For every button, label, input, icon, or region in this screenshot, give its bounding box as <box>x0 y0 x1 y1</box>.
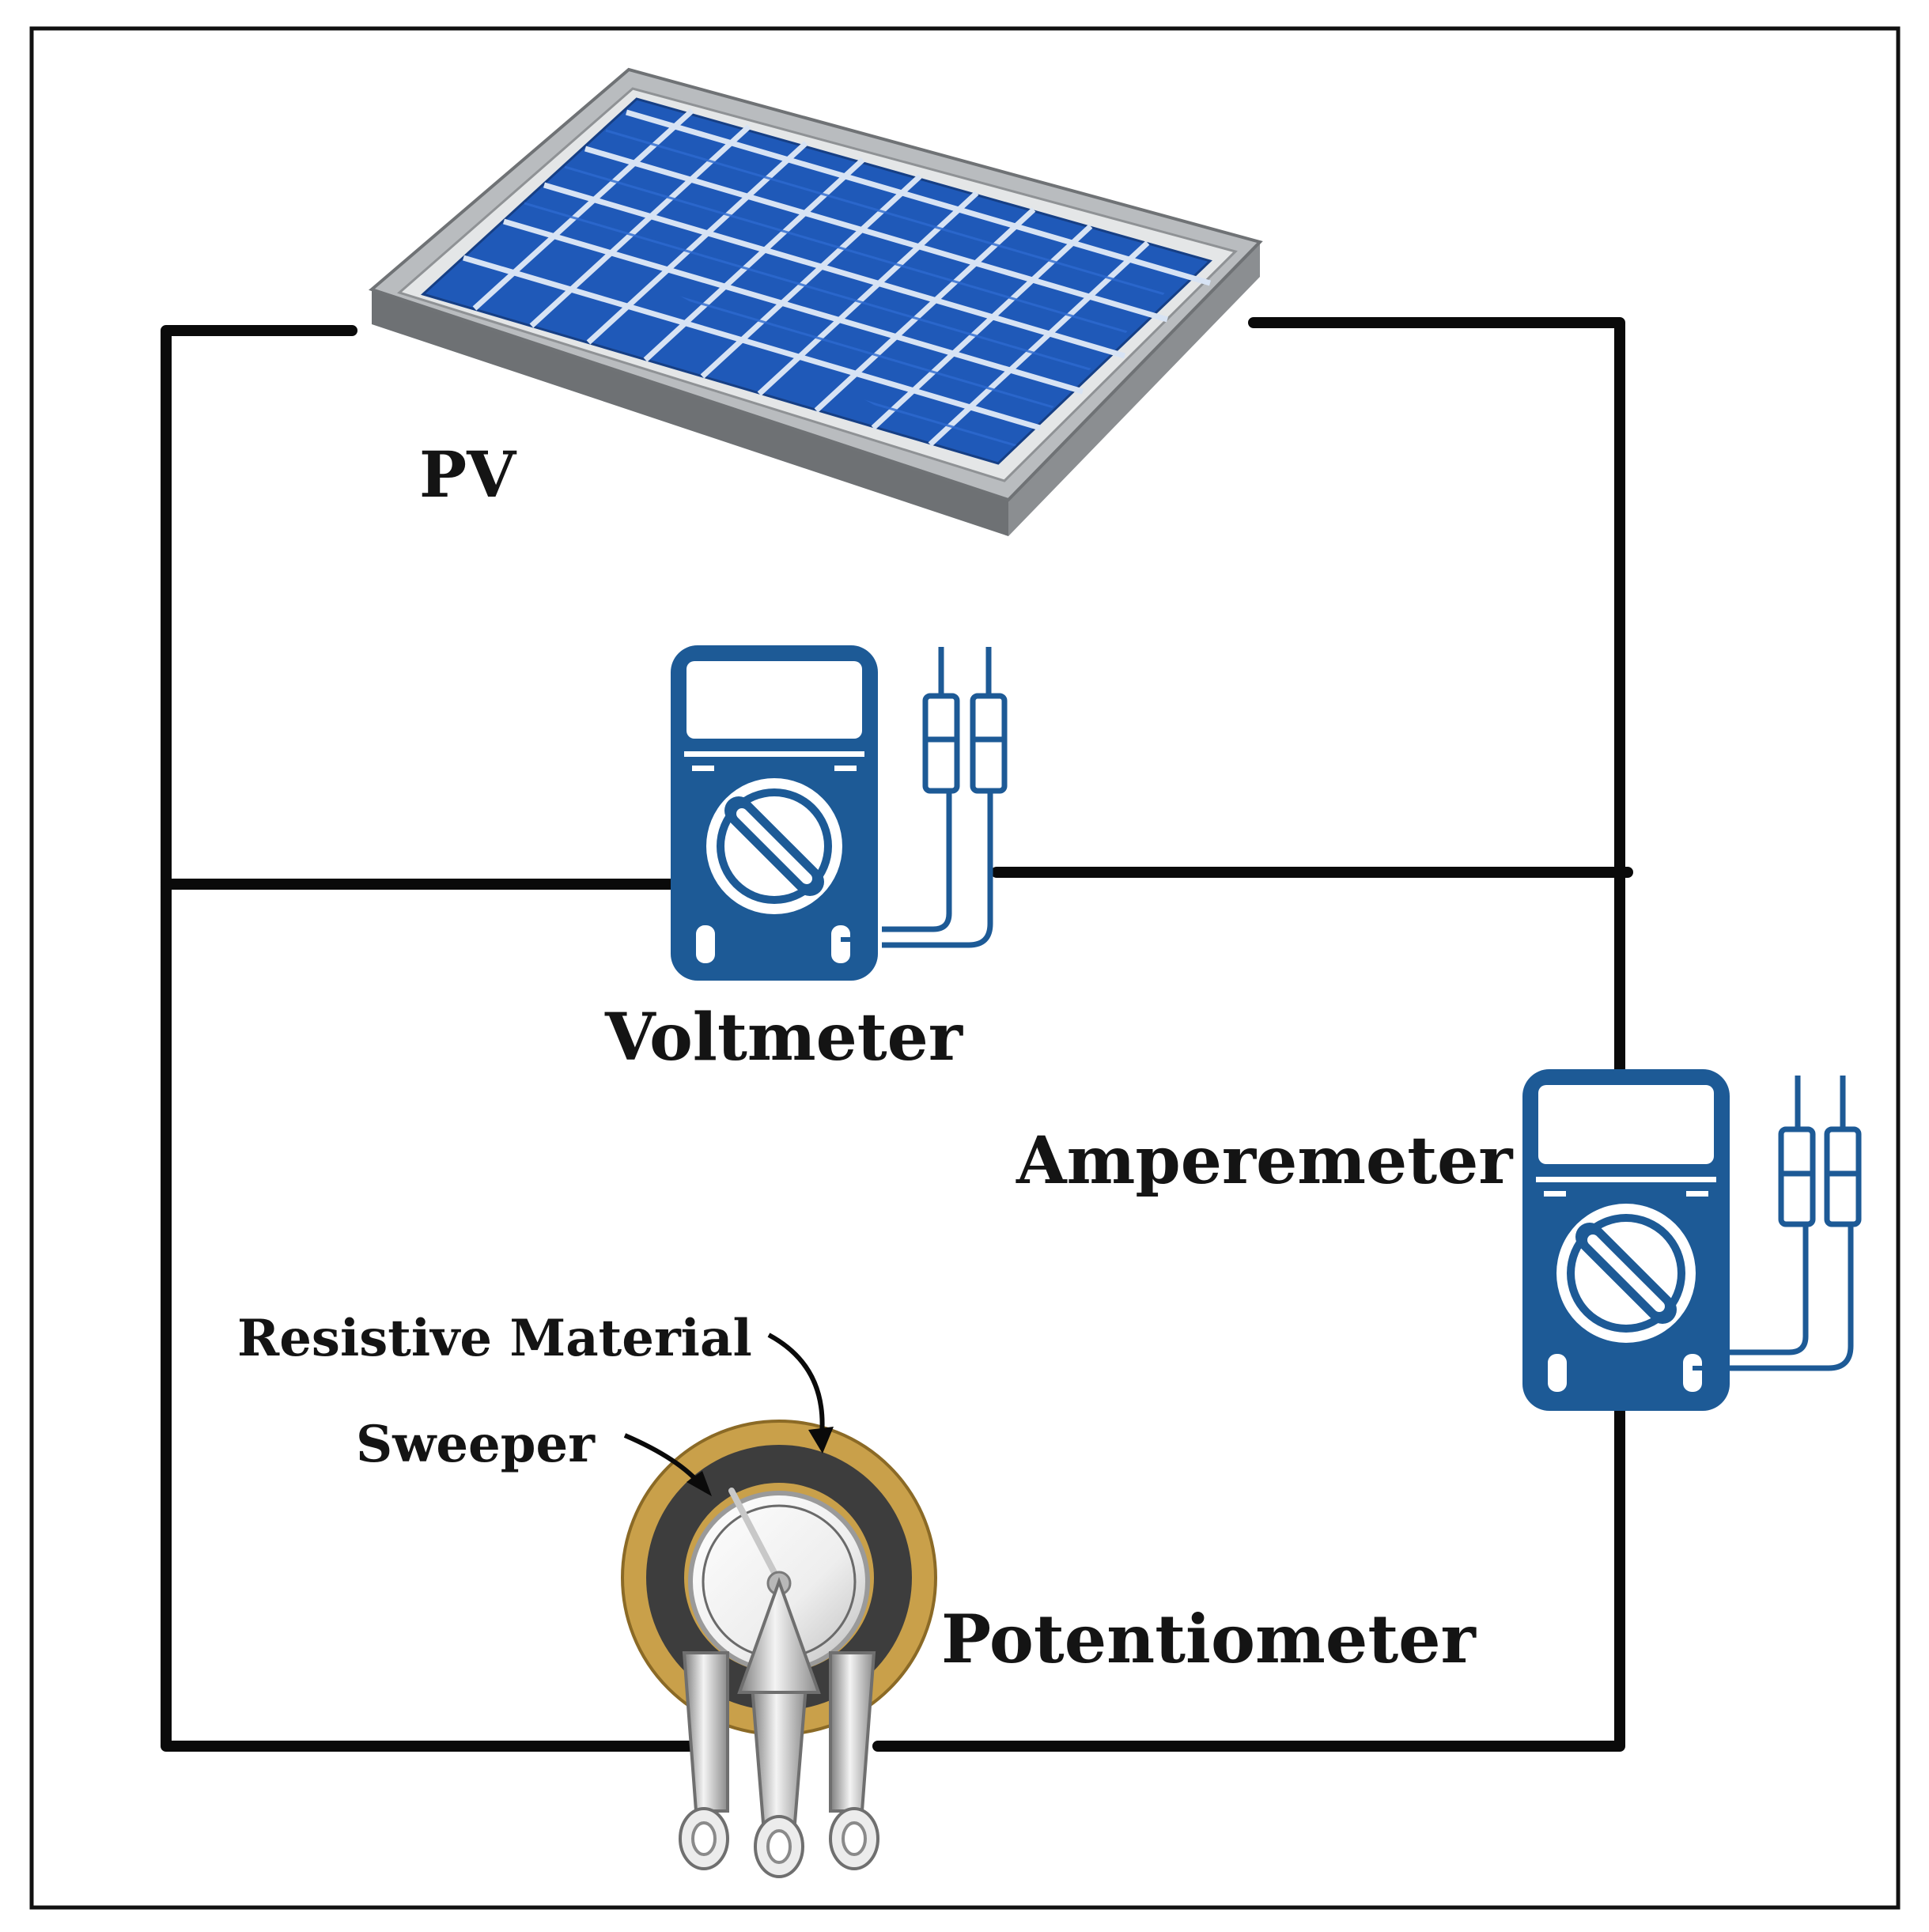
amperemeter-port-right <box>1683 1354 1702 1392</box>
amperemeter-display <box>1538 1085 1714 1164</box>
amperemeter-label: Amperemeter <box>1016 1123 1514 1199</box>
voltmeter-port-left <box>696 925 715 963</box>
solar-panel-icon <box>369 67 1263 536</box>
panel-cell-grid <box>463 108 1211 447</box>
potentiometer-sweeper <box>728 1488 782 1585</box>
panel-side-left <box>372 289 1008 536</box>
figure-border <box>29 26 1901 1910</box>
potentiometer-label: Potentiometer <box>941 1600 1477 1678</box>
amperemeter-port-left <box>1548 1354 1567 1392</box>
voltmeter-label: Voltmeter <box>604 1000 964 1076</box>
amperemeter-probe-cable-inner <box>1728 1224 1809 1355</box>
resistive-material-arrow <box>767 1333 825 1444</box>
voltmeter-probes <box>922 647 1008 794</box>
potentiometer-pins <box>679 1577 879 1878</box>
sweeper-label: Sweeper <box>356 1415 596 1474</box>
circuit-wires <box>161 317 1633 1752</box>
voltmeter-probe-cable-outer <box>882 791 993 948</box>
voltmeter-port-right <box>831 925 850 963</box>
voltmeter-display <box>686 661 862 739</box>
wire-right-bottom <box>872 1402 1625 1752</box>
wire-right-top <box>1248 317 1625 1075</box>
voltmeter-probe-cable-inner <box>882 791 952 932</box>
amperemeter-probes <box>1778 1076 1862 1227</box>
pv-label: PV <box>419 437 517 512</box>
voltmeter-icon <box>671 645 1008 981</box>
annotation-arrows <box>623 1333 834 1496</box>
resistive-material-label: Resistive Material <box>237 1309 752 1368</box>
potentiometer-icon <box>621 1420 937 1878</box>
amperemeter-probe-cable-outer <box>1728 1224 1854 1371</box>
amperemeter-icon <box>1522 1069 1862 1411</box>
wire-left-top <box>161 325 702 1752</box>
panel-side-right <box>1008 242 1260 536</box>
